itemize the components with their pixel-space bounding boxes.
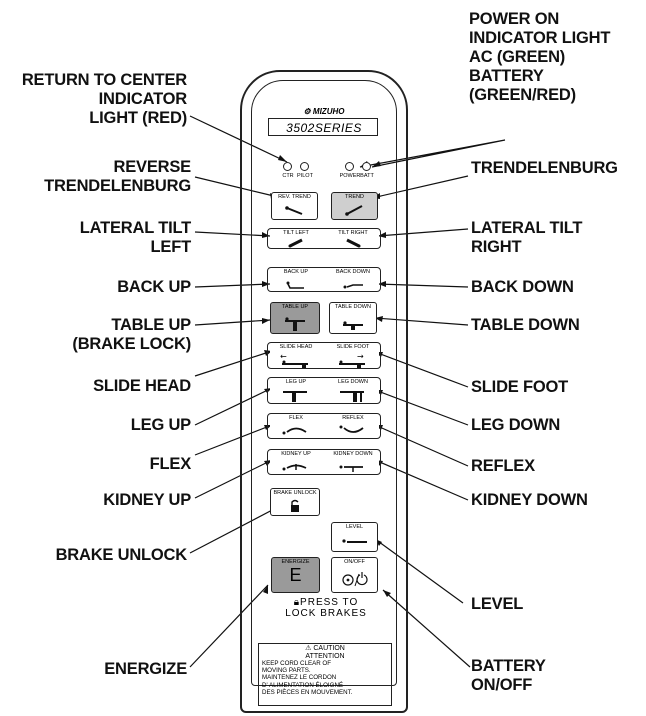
power-label: POWER — [339, 173, 361, 179]
flex-button[interactable]: FLEX — [270, 414, 322, 438]
batt-label: BATT — [360, 173, 374, 179]
attention-title: ATTENTION — [305, 652, 345, 660]
callout-power-on: POWER ON INDICATOR LIGHT AC (GREEN) BATT… — [469, 10, 611, 104]
svg-text:←: ← — [280, 352, 287, 361]
leg-down-button[interactable]: LEG DOWN — [327, 378, 379, 403]
brand-logo: ⚙ MIZUHO — [303, 107, 345, 116]
callout-reverse-trendelenburg: REVERSE TRENDELENBURG — [44, 158, 191, 195]
level-button[interactable]: LEVEL — [331, 522, 378, 552]
brake-unlock-button[interactable]: BRAKE UNLOCK — [270, 488, 320, 516]
lateral-tilt-group — [267, 228, 381, 249]
model-box — [268, 118, 378, 136]
energize-button[interactable]: ENERGIZE E — [271, 557, 320, 593]
padlock-open-icon — [291, 499, 299, 512]
rev-trend-icon — [285, 206, 303, 215]
battery-indicator-light — [362, 162, 371, 171]
callout-brake-unlock: BRAKE UNLOCK — [55, 546, 188, 564]
ctr-indicator-light — [283, 162, 292, 171]
warning-triangle-icon: ⚠ — [305, 645, 312, 652]
battery-onoff-button[interactable]: ON/OFF — [331, 557, 378, 593]
callout-lateral-tilt-right: LATERAL TILT RIGHT — [471, 219, 583, 256]
tilt-right-icon — [346, 238, 361, 248]
remote-housing — [240, 70, 408, 713]
tilt-left-icon — [288, 238, 303, 248]
reflex-button[interactable]: REFLEX — [327, 414, 379, 438]
svg-text:→: → — [357, 352, 364, 361]
slide-foot-button[interactable]: SLIDE FOOT → — [327, 343, 379, 368]
padlock-closed-icon: 🔒︎ — [293, 597, 301, 608]
callout-kidney-up: KIDNEY UP — [103, 491, 191, 509]
slide-head-button[interactable]: SLIDE HEAD ← — [270, 343, 322, 368]
caution-line: KEEP CORD CLEAR OF — [262, 660, 331, 667]
table-down-icon — [343, 321, 363, 330]
trend-button[interactable]: TREND — [331, 192, 378, 220]
back-up-button[interactable]: BACK UP — [270, 268, 322, 291]
slide-foot-icon: → — [339, 352, 365, 368]
flex-icon — [282, 427, 307, 435]
table-down-button[interactable]: TABLE DOWN — [329, 302, 377, 334]
callout-table-up: TABLE UP (BRAKE LOCK) — [72, 316, 191, 353]
caution-line: D' ALIMENTATION ÉLOIGNÉ — [262, 681, 344, 689]
caution-label: ⚠ CAUTION ATTENTION KEEP CORD CLEAR OF M… — [258, 643, 392, 706]
leg-group — [267, 377, 381, 404]
kidney-group — [267, 449, 381, 475]
kidney-up-button[interactable]: KIDNEY UP — [270, 450, 322, 474]
table-up-button[interactable]: TABLE UP — [270, 302, 320, 334]
model-name: 3502SERIES — [286, 121, 362, 135]
brand-logo-icon: ⚙ — [303, 107, 311, 116]
callout-battery-onoff: BATTERY ON/OFF — [471, 657, 546, 694]
back-down-icon — [343, 284, 363, 289]
flex-group — [267, 413, 381, 439]
back-group — [267, 267, 381, 292]
kidney-down-button[interactable]: KIDNEY DOWN — [327, 450, 379, 474]
callout-return-to-center: RETURN TO CENTER INDICATOR LIGHT (RED) — [21, 71, 187, 127]
kidney-up-icon — [282, 464, 307, 471]
ctr-label: CTR — [282, 173, 294, 179]
trend-icon — [345, 205, 363, 216]
lock-brakes-text: LOCK BRAKES — [285, 608, 367, 619]
callout-kidney-down: KIDNEY DOWN — [471, 491, 588, 509]
callout-table-down: TABLE DOWN — [471, 316, 580, 334]
level-icon — [342, 539, 367, 543]
callout-energize: ENERGIZE — [104, 660, 187, 678]
slide-head-icon: ← — [280, 352, 308, 368]
slide-group — [267, 342, 381, 369]
tilt-left-button[interactable]: TILT LEFT — [270, 229, 322, 248]
pilot-indicator-light — [300, 162, 309, 171]
back-down-button[interactable]: BACK DOWN — [327, 268, 379, 291]
callout-back-up: BACK UP — [117, 278, 191, 296]
leg-up-button[interactable]: LEG UP — [270, 378, 322, 403]
kidney-down-icon — [339, 465, 363, 472]
pilot-label: PILOT — [297, 173, 313, 179]
power-icon — [342, 572, 368, 587]
callout-slide-foot: SLIDE FOOT — [471, 378, 569, 396]
caution-line: MOVING PARTS. — [262, 667, 311, 675]
power-indicator-light — [345, 162, 354, 171]
rev-trend-button[interactable]: REV. TREND — [271, 192, 318, 220]
callout-slide-head: SLIDE HEAD — [93, 377, 191, 395]
callout-trendelenburg: TRENDELENBURG — [471, 159, 618, 177]
reflex-icon — [339, 425, 364, 433]
energize-letter: E — [289, 565, 302, 585]
caution-line: DES PIÈCES EN MOUVEMENT. — [262, 688, 353, 696]
leg-down-icon — [340, 391, 364, 402]
leg-up-icon — [283, 391, 307, 402]
caution-title: ⚠ CAUTION — [305, 645, 345, 652]
callout-reflex: REFLEX — [471, 457, 535, 475]
remote-faceplate — [251, 80, 397, 686]
table-up-icon — [285, 317, 305, 331]
callout-back-down: BACK DOWN — [471, 278, 574, 296]
callout-leg-down: LEG DOWN — [471, 416, 561, 434]
tilt-right-button[interactable]: TILT RIGHT — [327, 229, 379, 248]
callout-leg-up: LEG UP — [130, 416, 191, 434]
callout-lateral-tilt-left: LATERAL TILT LEFT — [79, 219, 191, 256]
callout-flex: FLEX — [149, 455, 192, 473]
back-up-icon — [286, 281, 304, 289]
caution-line: MAINTENEZ LE CORDON — [262, 674, 337, 682]
callout-level: LEVEL — [471, 595, 524, 613]
press-to-text: 🔒︎PRESS TO — [293, 597, 359, 608]
